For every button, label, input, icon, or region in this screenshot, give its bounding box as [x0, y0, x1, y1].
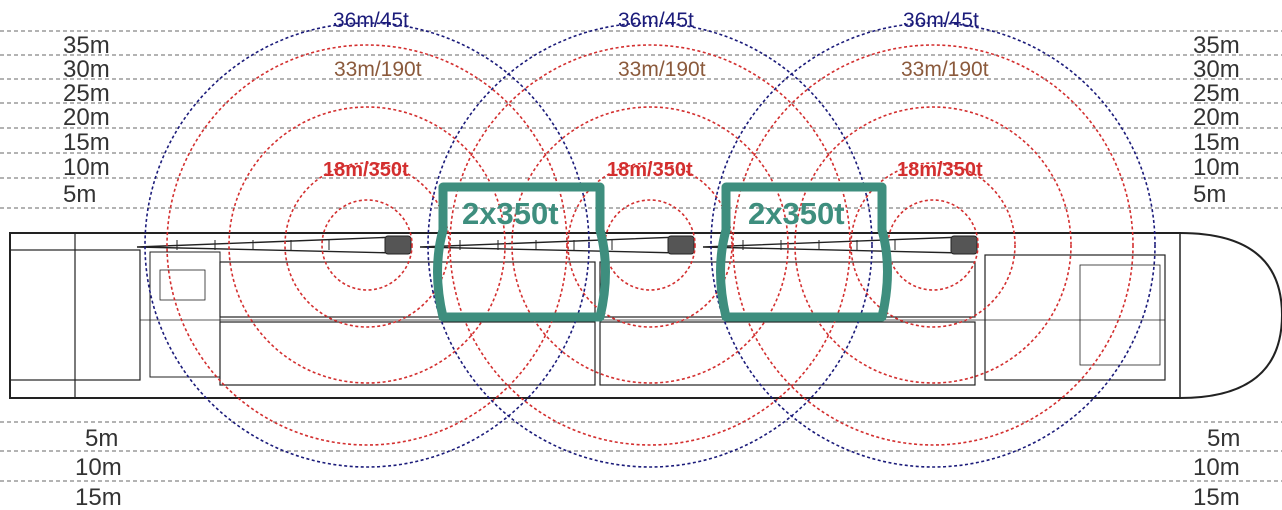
tandem-lift-zone [716, 182, 892, 322]
scale-label-right: 10m [1193, 154, 1240, 181]
scale-label-left: 15m [63, 129, 110, 156]
scale-label-left: 10m [75, 454, 122, 481]
crane-cab [950, 235, 978, 255]
cargo-hold-1-bottom [219, 321, 596, 386]
scale-label-left: 20m [63, 104, 110, 131]
middle-reach-label: 33m/190t [901, 58, 989, 81]
ship-hull [9, 232, 1282, 399]
scale-label-left: 30m [63, 56, 110, 83]
crane-cab [384, 235, 412, 255]
crane-booms [136, 235, 978, 255]
outer-reach-label: 36m/45t [618, 9, 694, 32]
scale-label-right: 25m [1193, 80, 1240, 107]
scale-label-right: 5m [1193, 181, 1226, 208]
outer-reach-circle [427, 22, 873, 468]
reach-ring [732, 44, 1134, 446]
reach-ring [449, 44, 851, 446]
scale-label-left: 10m [63, 154, 110, 181]
scale-label-left: 5m [63, 181, 96, 208]
crane-cab [667, 235, 695, 255]
cargo-hold-2-bottom [599, 321, 976, 386]
reach-ring [567, 162, 733, 328]
reach-ring [794, 106, 1072, 384]
reach-ring [166, 44, 568, 446]
scale-label-left: 15m [75, 484, 122, 510]
outer-reach-label: 36m/45t [333, 9, 409, 32]
scale-label-right: 10m [1193, 454, 1240, 481]
reach-ring [887, 199, 979, 291]
middle-reach-label: 33m/190t [334, 58, 422, 81]
inner-reach-label: 18m/350t [897, 159, 983, 181]
reach-circles [144, 22, 1156, 468]
scale-label-right: 35m [1193, 32, 1240, 59]
distance-gridlines [0, 30, 1282, 482]
reach-ring [604, 199, 696, 291]
reach-ring [228, 106, 506, 384]
reach-ring [511, 106, 789, 384]
scale-label-left: 5m [85, 425, 118, 452]
scale-label-right: 15m [1193, 129, 1240, 156]
scale-label-left: 25m [63, 80, 110, 107]
hull-outline [9, 232, 1282, 399]
reach-ring [321, 199, 413, 291]
scale-label-right: 5m [1207, 425, 1240, 452]
cargo-hold-1-top [219, 261, 596, 318]
reach-ring [850, 162, 1016, 328]
middle-reach-label: 33m/190t [618, 58, 706, 81]
tandem-lift-label: 2x350t [462, 196, 559, 231]
inner-reach-label: 18m/350t [323, 159, 409, 181]
outer-reach-circle [144, 22, 590, 468]
tandem-lift-zone [433, 182, 610, 322]
stern-equipment-detail [159, 269, 206, 301]
scale-label-left: 35m [63, 32, 110, 59]
scale-label-right: 30m [1193, 56, 1240, 83]
tandem-zones [433, 182, 892, 322]
inner-reach-label: 18m/350t [607, 159, 693, 181]
reach-ring [284, 162, 450, 328]
bow-deck-block [984, 254, 1166, 381]
tandem-lift-label: 2x350t [748, 196, 845, 231]
outer-reach-label: 36m/45t [903, 9, 979, 32]
scale-label-right: 20m [1193, 104, 1240, 131]
scale-label-right: 15m [1193, 484, 1240, 510]
outer-reach-circle [710, 22, 1156, 468]
